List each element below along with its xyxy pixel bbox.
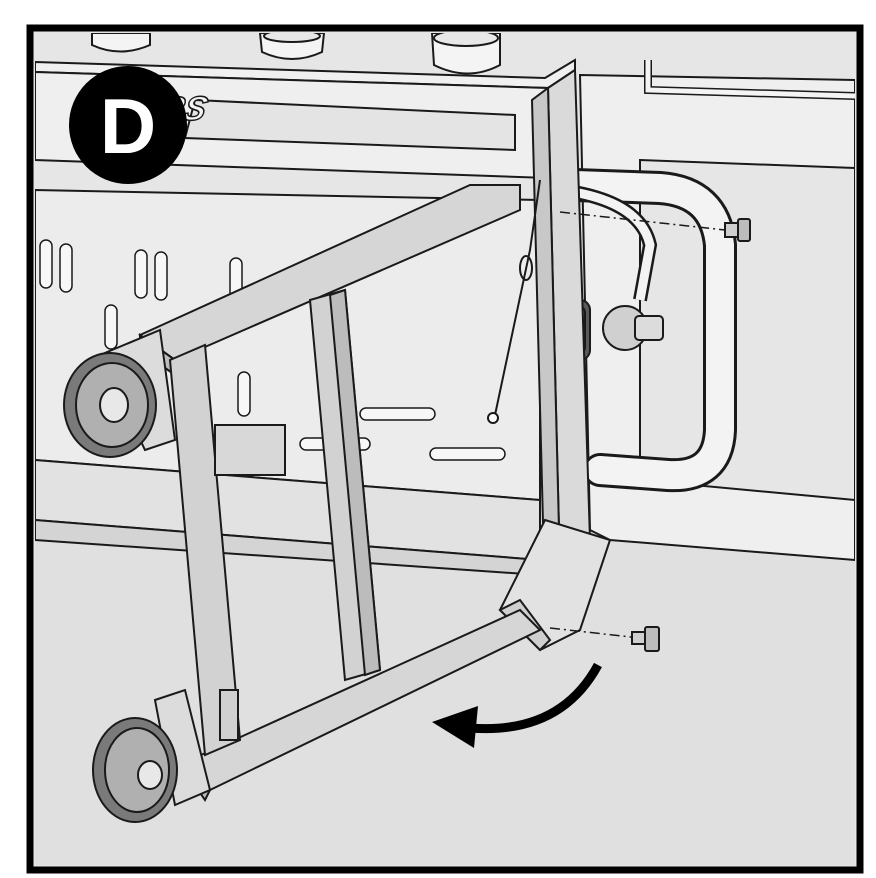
bolt-lower (549, 626, 660, 652)
leg-bracket-right (498, 68, 612, 652)
caster-wheel-lower (92, 688, 212, 823)
hook-latch (214, 179, 541, 476)
control-knobs (91, 33, 501, 75)
curved-arrow-icon (432, 662, 602, 748)
side-handle (558, 168, 737, 493)
step-label: D (100, 82, 156, 170)
bolt-upper (559, 211, 751, 242)
bolt-icon (631, 631, 647, 645)
cart-frame (138, 184, 542, 802)
step-badge: D (69, 66, 187, 184)
caster-wheel-upper (63, 328, 177, 458)
